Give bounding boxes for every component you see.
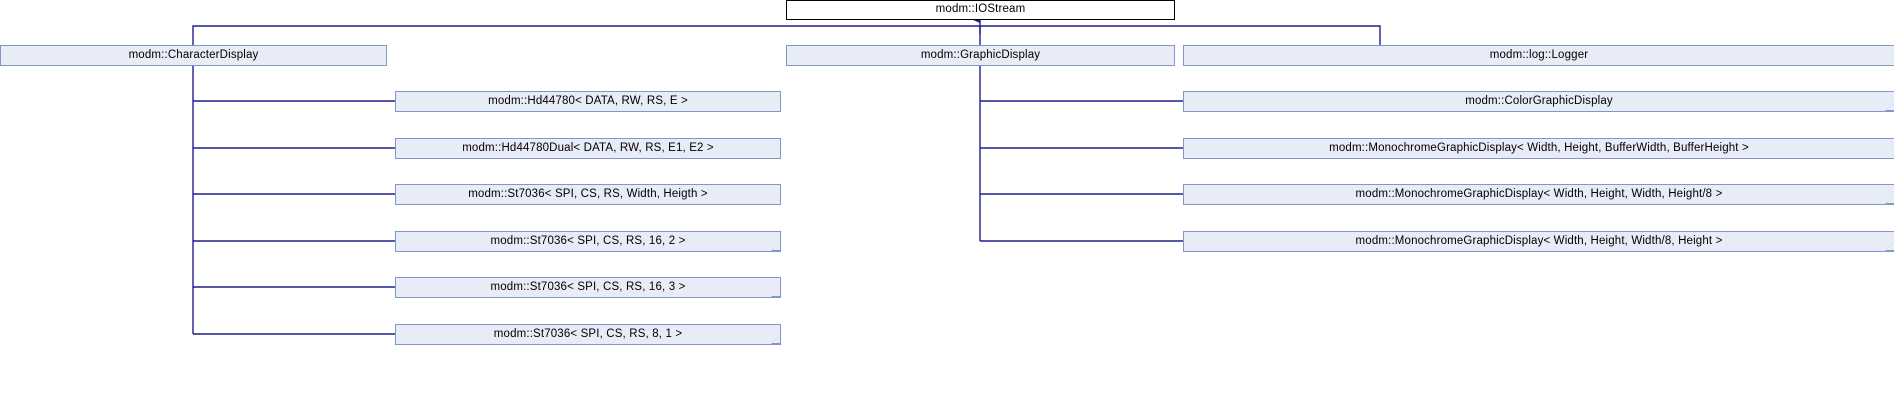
- folded-corner-icon: [771, 335, 780, 344]
- node-label: modm::MonochromeGraphicDisplay< Width, H…: [1355, 187, 1723, 200]
- edge-logger-to-iostream: [980, 25, 1381, 45]
- node-character-display[interactable]: modm::CharacterDisplay: [0, 45, 387, 66]
- edge-graphicdisplay-children: [979, 66, 1183, 242]
- node-label: modm::Hd44780< DATA, RW, RS, E >: [488, 94, 688, 107]
- node-label: modm::ColorGraphicDisplay: [1465, 94, 1613, 107]
- node-label: modm::St7036< SPI, CS, RS, Width, Heigth…: [468, 187, 708, 200]
- node-st7036-16-2[interactable]: modm::St7036< SPI, CS, RS, 16, 2 >: [395, 231, 781, 252]
- node-label: modm::St7036< SPI, CS, RS, 16, 2 >: [490, 234, 686, 247]
- folded-corner-icon: [1885, 242, 1894, 251]
- folded-corner-icon: [1885, 102, 1894, 111]
- node-monochrome-graphic-display-width8[interactable]: modm::MonochromeGraphicDisplay< Width, H…: [1183, 231, 1894, 252]
- node-label: modm::IOStream: [935, 3, 1026, 16]
- node-iostream[interactable]: modm::IOStream: [786, 0, 1175, 20]
- node-hd44780dual[interactable]: modm::Hd44780Dual< DATA, RW, RS, E1, E2 …: [395, 138, 781, 159]
- node-st7036-8-1[interactable]: modm::St7036< SPI, CS, RS, 8, 1 >: [395, 324, 781, 345]
- node-log-logger[interactable]: modm::log::Logger: [1183, 45, 1894, 66]
- folded-corner-icon: [771, 288, 780, 297]
- node-label: modm::MonochromeGraphicDisplay< Width, H…: [1355, 234, 1723, 247]
- node-monochrome-graphic-display-buffer[interactable]: modm::MonochromeGraphicDisplay< Width, H…: [1183, 138, 1894, 159]
- node-st7036-16-3[interactable]: modm::St7036< SPI, CS, RS, 16, 3 >: [395, 277, 781, 298]
- edge-characterdisplay-to-iostream: [192, 25, 980, 45]
- node-label: modm::CharacterDisplay: [128, 48, 259, 61]
- node-hd44780[interactable]: modm::Hd44780< DATA, RW, RS, E >: [395, 91, 781, 112]
- node-label: modm::Hd44780Dual< DATA, RW, RS, E1, E2 …: [462, 141, 714, 154]
- node-label: modm::MonochromeGraphicDisplay< Width, H…: [1329, 141, 1749, 154]
- node-monochrome-graphic-display-height8[interactable]: modm::MonochromeGraphicDisplay< Width, H…: [1183, 184, 1894, 205]
- folded-corner-icon: [1885, 195, 1894, 204]
- node-graphic-display[interactable]: modm::GraphicDisplay: [786, 45, 1175, 66]
- node-label: modm::St7036< SPI, CS, RS, 8, 1 >: [493, 327, 683, 340]
- folded-corner-icon: [771, 242, 780, 251]
- node-label: modm::log::Logger: [1489, 48, 1589, 61]
- node-st7036-generic[interactable]: modm::St7036< SPI, CS, RS, Width, Heigth…: [395, 184, 781, 205]
- edge-characterdisplay-children: [192, 66, 395, 335]
- node-label: modm::St7036< SPI, CS, RS, 16, 3 >: [490, 280, 686, 293]
- node-color-graphic-display[interactable]: modm::ColorGraphicDisplay: [1183, 91, 1894, 112]
- node-label: modm::GraphicDisplay: [920, 48, 1041, 61]
